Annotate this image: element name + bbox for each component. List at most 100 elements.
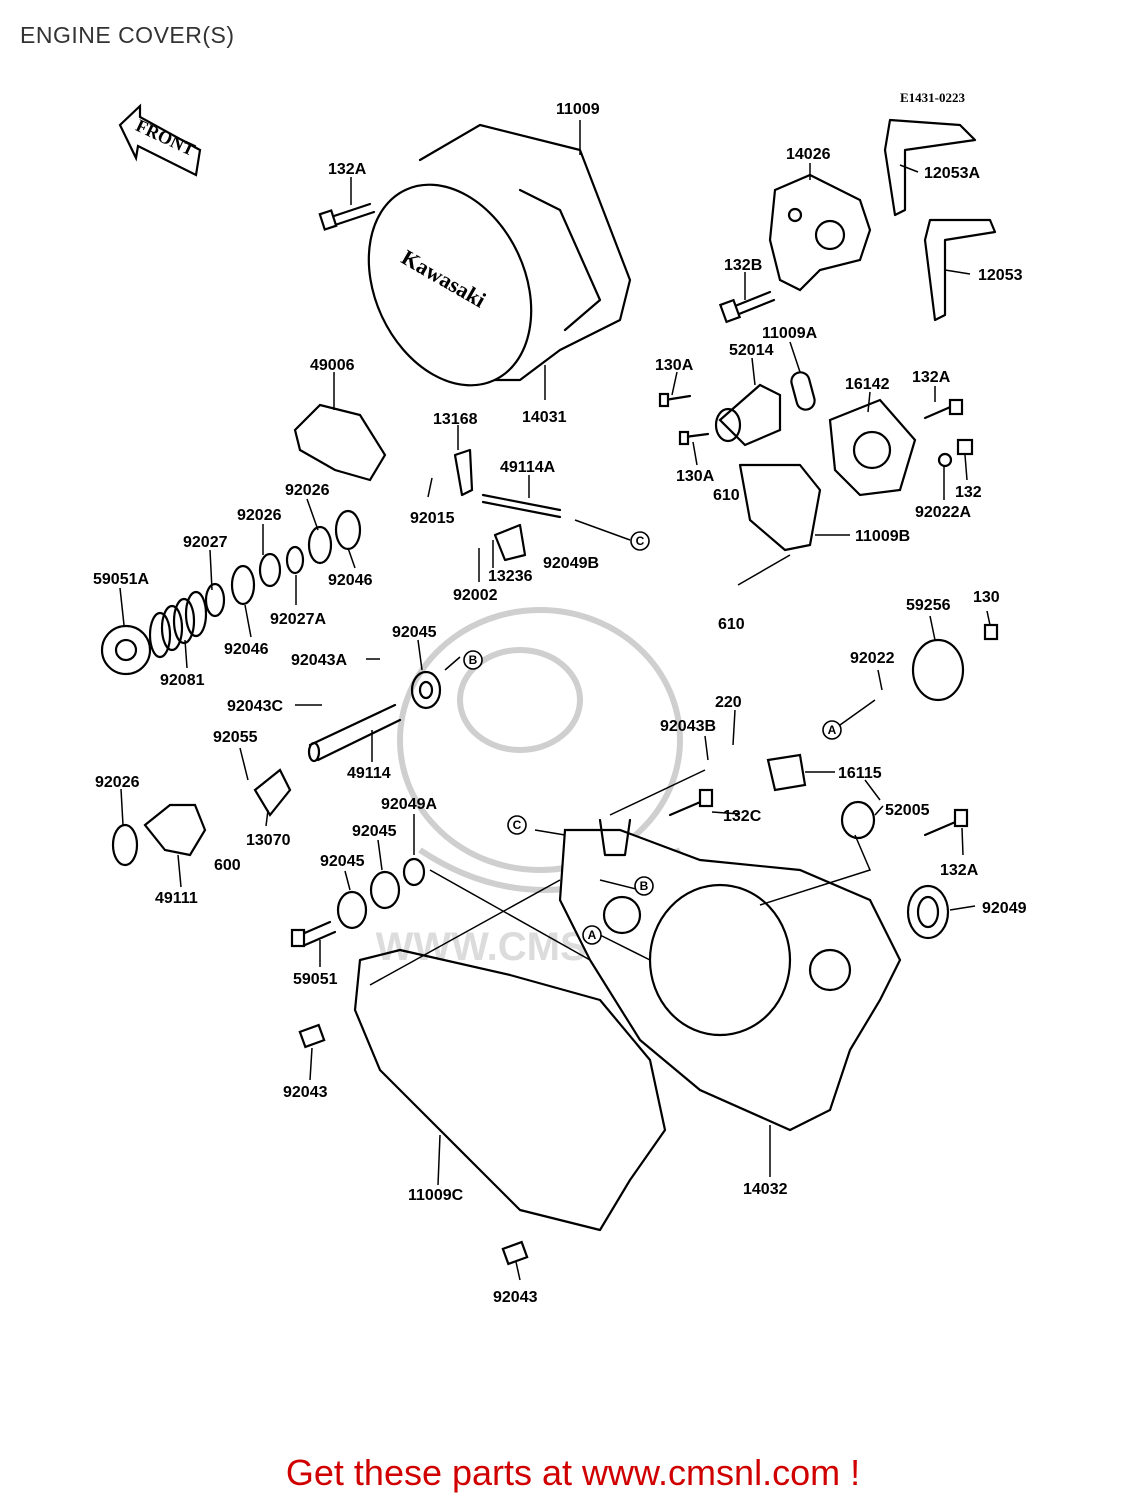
ref-mark-letter: A (588, 928, 597, 942)
ref-mark-a-upper: A (822, 720, 842, 740)
part-label[interactable]: 92049A (381, 796, 437, 813)
part-label[interactable]: 11009 (556, 101, 600, 118)
bolt-132a-lower-right (923, 808, 969, 837)
part-label[interactable]: 52014 (729, 342, 774, 359)
part-label[interactable]: 92043A (291, 652, 347, 669)
part-label[interactable]: 92046 (328, 572, 373, 589)
part-label[interactable]: 59256 (906, 597, 951, 614)
part-label[interactable]: 11009C (408, 1187, 464, 1204)
part-label[interactable]: 11009A (762, 325, 818, 342)
part-label[interactable]: 49114 (347, 765, 391, 782)
bolt-132a-right (923, 398, 964, 420)
bracket-14026 (768, 173, 872, 292)
part-label[interactable]: 92026 (285, 482, 330, 499)
part-label[interactable]: 92022A (915, 504, 971, 521)
ref-mark-c-lower: C (507, 815, 527, 835)
ref-mark-letter: B (469, 653, 478, 667)
bolt-132c (668, 788, 714, 817)
part-label[interactable]: 92043C (227, 698, 283, 715)
part-label[interactable]: 59051A (93, 571, 149, 588)
shaft-49114 (307, 703, 402, 763)
part-label[interactable]: 132A (328, 161, 367, 178)
part-label[interactable]: 130 (973, 589, 1000, 606)
part-label[interactable]: 92002 (453, 587, 498, 604)
part-label[interactable]: 49111 (155, 890, 198, 907)
bolt-59051 (290, 920, 337, 948)
part-label[interactable]: 132 (955, 484, 982, 501)
gasket-11009c (353, 948, 667, 1232)
bearing-92045-upper (410, 670, 442, 710)
part-label[interactable]: 92043 (493, 1289, 538, 1306)
part-label[interactable]: 92043 (283, 1084, 328, 1101)
leader-lines (119, 120, 991, 1281)
part-label[interactable]: 14032 (743, 1181, 788, 1198)
part-label[interactable]: 132A (912, 369, 951, 386)
part-label[interactable]: 92027 (183, 534, 228, 551)
dowel-pins-92043 (298, 1023, 529, 1266)
part-label[interactable]: 220 (715, 694, 742, 711)
part-label[interactable]: 130A (676, 468, 715, 485)
part-label[interactable]: 13168 (433, 411, 478, 428)
diagram-code: E1431-0223 (900, 90, 965, 105)
part-label[interactable]: 92049B (543, 555, 599, 572)
part-label[interactable]: 92081 (160, 672, 205, 689)
part-label[interactable]: 600 (214, 857, 241, 874)
part-label[interactable]: 92026 (237, 507, 282, 524)
impeller-13070 (253, 768, 292, 817)
part-label[interactable]: 13236 (488, 568, 533, 585)
part-label[interactable]: 92043B (660, 718, 716, 735)
part-label[interactable]: 92046 (224, 641, 269, 658)
bolt-132a-top (318, 202, 376, 231)
page-title: ENGINE COVER(S) (20, 22, 235, 48)
oil-seal-52005 (840, 800, 876, 840)
part-label[interactable]: 92045 (320, 853, 365, 870)
part-label[interactable]: 92045 (392, 624, 437, 641)
part-label[interactable]: 610 (713, 487, 740, 504)
part-label[interactable]: 92026 (95, 774, 140, 791)
part-label[interactable]: 49006 (310, 357, 355, 374)
lever-13168 (453, 448, 474, 497)
part-label[interactable]: 132C (723, 808, 762, 825)
gasket-11009a (790, 371, 816, 411)
part-label[interactable]: 16142 (845, 376, 890, 393)
part-label[interactable]: 92015 (410, 510, 455, 527)
part-label[interactable]: 610 (718, 616, 745, 633)
bolt-132b (718, 290, 776, 324)
part-label[interactable]: 130A (655, 357, 694, 374)
part-label[interactable]: 14031 (522, 409, 567, 426)
part-label[interactable]: 52005 (885, 802, 930, 819)
part-label[interactable]: 12053A (924, 165, 980, 182)
water-pump-cover-16142 (828, 398, 917, 497)
part-label[interactable]: 12053 (978, 267, 1023, 284)
bolts-130a (658, 392, 710, 446)
part-label[interactable]: 92055 (213, 729, 258, 746)
part-label[interactable]: 92049 (982, 900, 1027, 917)
part-label[interactable]: 11009B (855, 528, 910, 545)
oil-seal-92049 (906, 884, 950, 940)
part-label[interactable]: 14026 (786, 146, 831, 163)
cap-59256 (911, 638, 965, 702)
bolt-130 (983, 623, 999, 641)
ref-mark-letter: C (636, 534, 645, 548)
bracket-12053a (883, 118, 977, 217)
part-label[interactable]: 92022 (850, 650, 895, 667)
spring-92081 (148, 590, 208, 659)
footer-link[interactable]: Get these parts at www.cmsnl.com ! (285, 1452, 861, 1493)
part-labels: 11009 132A 14031 14026 12053A 12053 132B… (93, 101, 1027, 1306)
part-label[interactable]: 92027A (270, 611, 326, 628)
water-pump-pipe-52014 (714, 383, 782, 447)
ref-mark-letter: A (828, 723, 837, 737)
gasket-11009b (738, 463, 822, 552)
part-label[interactable]: 132B (724, 257, 762, 274)
part-label[interactable]: 13070 (246, 832, 291, 849)
part-label[interactable]: 16115 (838, 765, 882, 782)
part-label[interactable]: 49114A (500, 459, 556, 476)
part-label[interactable]: 59051 (293, 971, 338, 988)
washers-92026-92027-92046 (204, 509, 362, 618)
part-label[interactable]: 92045 (352, 823, 397, 840)
part-label[interactable]: 132A (940, 862, 979, 879)
front-arrow-icon: FRONT (118, 103, 202, 177)
ref-mark-letter: B (640, 879, 649, 893)
gear-59051a (100, 624, 152, 676)
clutch-cover: Kawasaki (367, 123, 632, 387)
